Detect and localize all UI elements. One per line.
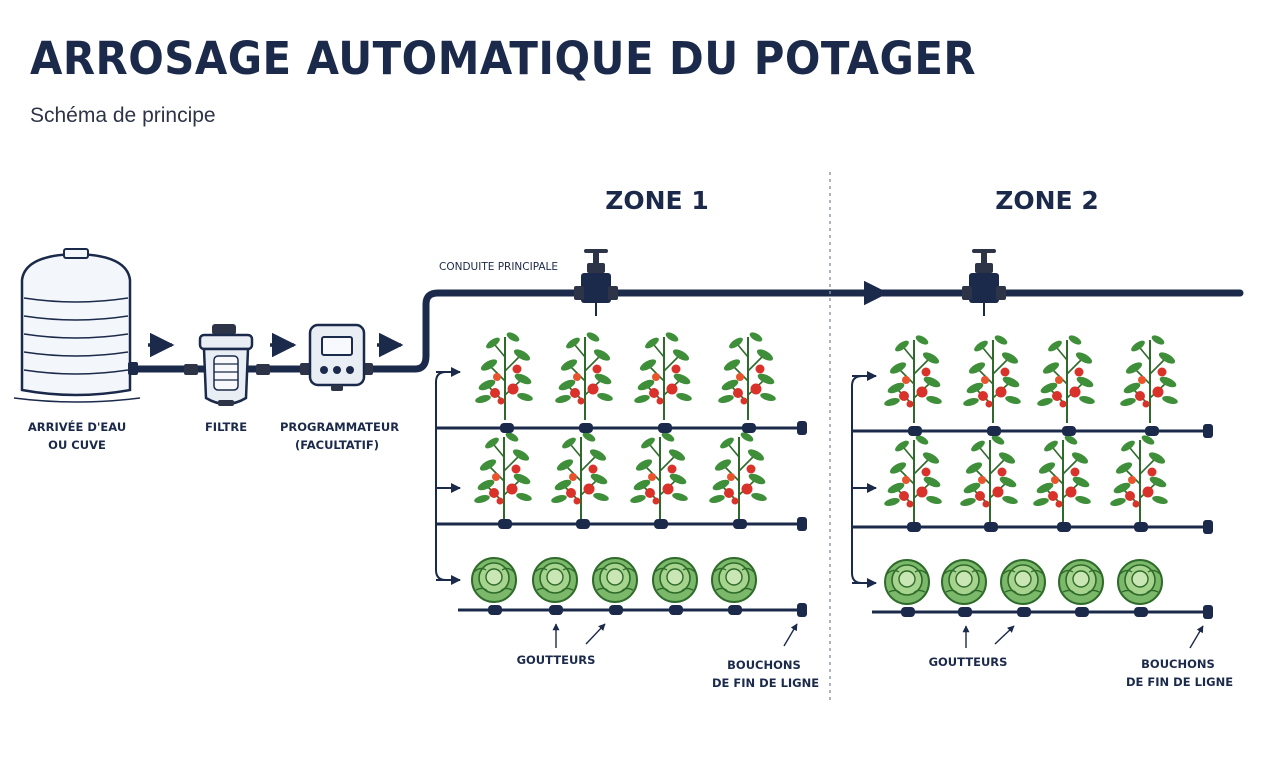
tomato-plant-icon [1035, 332, 1097, 424]
dripper-icon [728, 605, 742, 615]
zone-1-network [435, 249, 807, 648]
dripper-icon [733, 519, 747, 529]
timer-icon [300, 323, 373, 391]
dripper-icon [576, 519, 590, 529]
water-source-label: ARRIVÉE D'EAU OU CUVE [12, 418, 142, 454]
main-pipe-label: CONDUITE PRINCIPALE [439, 261, 559, 273]
filter-label: FILTRE [204, 420, 248, 434]
lettuce-icon [652, 557, 698, 603]
dripper-icon [984, 522, 998, 532]
dripper-icon [1134, 522, 1148, 532]
lettuce-icon [1117, 559, 1163, 605]
tomato-plant-icon [716, 329, 778, 421]
supply-pipe [136, 289, 576, 373]
dripper-icon [1134, 607, 1148, 617]
lettuce-icon [532, 557, 578, 603]
tomato-plant-icon [632, 329, 694, 421]
water-tank-icon [13, 248, 141, 403]
lettuce-icon [592, 557, 638, 603]
dripper-icon [500, 423, 514, 433]
zone-2-network [851, 249, 1213, 649]
dripper-icon [742, 423, 756, 433]
zone-1-end-caps-line1: BOUCHONS [727, 658, 801, 672]
page-subtitle: Schéma de principe [30, 104, 216, 127]
valve-icon [574, 249, 618, 303]
end-cap-icon [797, 603, 807, 617]
valve-icon [962, 249, 1006, 303]
zone-2-drippers-label: GOUTTEURS [928, 655, 1008, 669]
tomato-plant-icon [707, 429, 769, 521]
page-title: ARROSAGE AUTOMATIQUE DU POTAGER [30, 32, 977, 85]
dripper-icon [609, 605, 623, 615]
tomato-plant-icon [1108, 432, 1170, 524]
tomato-plant-icon [628, 429, 690, 521]
end-cap-icon [1203, 520, 1213, 534]
tomato-plant-icon [473, 329, 535, 421]
end-cap-icon [1203, 605, 1213, 619]
tomato-plant-icon [549, 429, 611, 521]
dripper-icon [908, 426, 922, 436]
dripper-icon [498, 519, 512, 529]
lettuce-icon [941, 559, 987, 605]
dripper-icon [1057, 522, 1071, 532]
dripper-icon [1075, 607, 1089, 617]
dripper-icon [1062, 426, 1076, 436]
programmer-label: PROGRAMMATEUR (FACULTATIF) [280, 418, 400, 454]
programmer-label-line2: (FACULTATIF) [294, 438, 380, 452]
programmer-label-line1: PROGRAMMATEUR [280, 420, 400, 434]
lettuce-icon [471, 557, 517, 603]
dripper-icon [958, 607, 972, 617]
end-cap-icon [797, 421, 807, 435]
tomato-plant-icon [882, 332, 944, 424]
lettuce-icon [1058, 559, 1104, 605]
zone-1-end-caps-line2: DE FIN DE LIGNE [712, 676, 820, 690]
lettuce-icon [711, 557, 757, 603]
tomato-plant-icon [1031, 432, 1093, 524]
end-cap-icon [1203, 424, 1213, 438]
dripper-icon [549, 605, 563, 615]
end-cap-icon [797, 517, 807, 531]
lettuce-icon [884, 559, 930, 605]
dripper-icon [1145, 426, 1159, 436]
tomato-plant-icon [882, 432, 944, 524]
dripper-icon [901, 607, 915, 617]
dripper-icon [658, 423, 672, 433]
water-source-label-line2: OU CUVE [48, 438, 106, 452]
zone-2-end-caps-line1: BOUCHONS [1141, 657, 1215, 671]
tomato-plant-icon [553, 329, 615, 421]
tomato-plant-icon [958, 432, 1020, 524]
dripper-icon [488, 605, 502, 615]
tomato-plant-icon [472, 429, 534, 521]
zone-1-drippers-label: GOUTTEURS [516, 653, 596, 667]
dripper-icon [907, 522, 921, 532]
zone-2-end-caps-label: BOUCHONS DE FIN DE LIGNE [1126, 655, 1234, 691]
tomato-plant-icon [961, 332, 1023, 424]
dripper-icon [654, 519, 668, 529]
lettuce-icon [1000, 559, 1046, 605]
filter-icon [184, 324, 270, 406]
zone-2-title: ZONE 2 [995, 186, 1099, 215]
dripper-icon [1017, 607, 1031, 617]
dripper-icon [987, 426, 1001, 436]
zone-1-title: ZONE 1 [605, 186, 709, 215]
water-source-label-line1: ARRIVÉE D'EAU [27, 420, 127, 434]
zone-2-end-caps-line2: DE FIN DE LIGNE [1126, 675, 1234, 689]
zone-1-end-caps-label: BOUCHONS DE FIN DE LIGNE [712, 656, 820, 692]
tomato-plant-icon [1118, 332, 1180, 424]
dripper-icon [579, 423, 593, 433]
dripper-icon [669, 605, 683, 615]
